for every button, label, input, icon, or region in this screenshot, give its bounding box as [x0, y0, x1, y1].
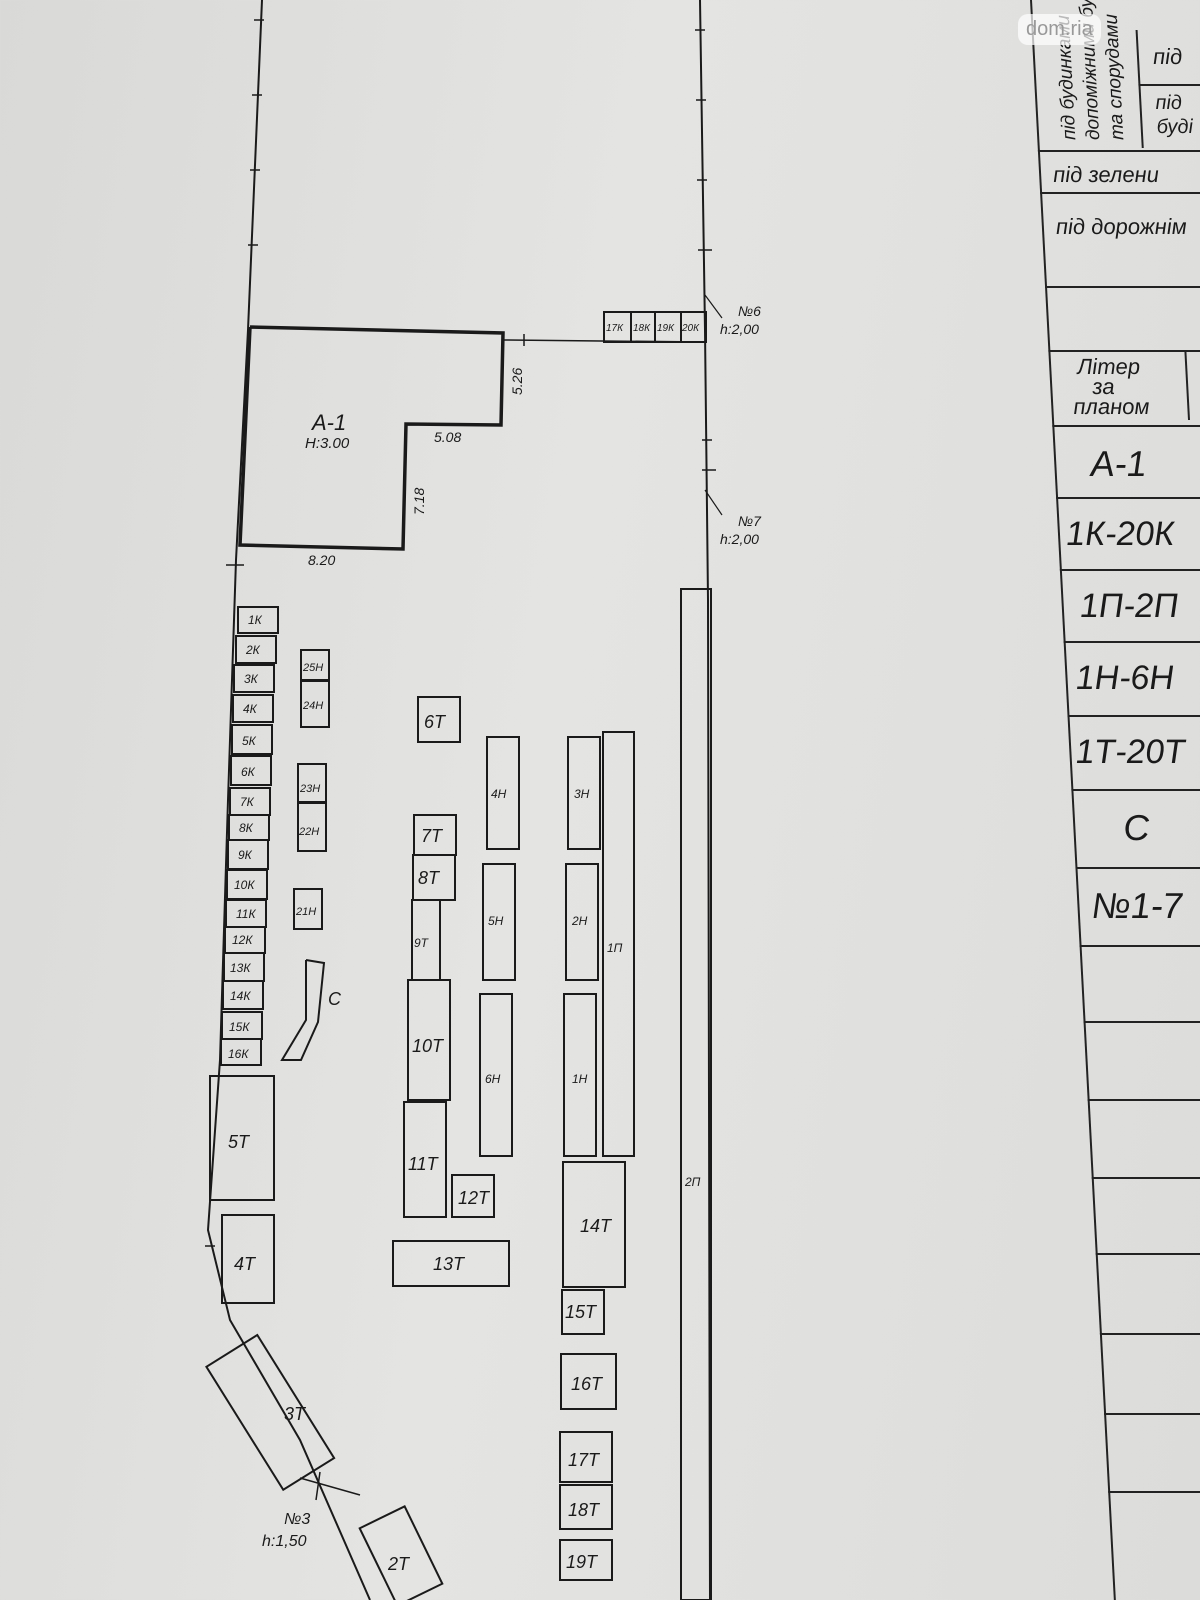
label-9t: 9Т: [414, 936, 430, 950]
label-17k: 17К: [606, 323, 624, 334]
label-25h: 25Н: [302, 662, 323, 674]
dim-5-08: 5.08: [434, 429, 461, 445]
label-5h: 5Н: [488, 914, 504, 928]
label-2t: 2Т: [387, 1554, 411, 1574]
building-a1-height: Н:3.00: [305, 435, 350, 452]
label-10t: 10Т: [412, 1036, 445, 1056]
letter-row-7: №1-7: [1075, 867, 1200, 945]
header-rotated-3: та спорудами: [1100, 13, 1129, 140]
label-6k: 6К: [241, 765, 256, 779]
blank-row-4: [1091, 1177, 1200, 1255]
label-6h: 6Н: [485, 1072, 501, 1086]
gate-7-number: №7: [738, 513, 762, 529]
label-1p: 1П: [607, 941, 623, 955]
boundary-left: [206, 0, 371, 1600]
watermark-logo: dom.ria: [1018, 14, 1101, 45]
building-a1: [238, 325, 505, 551]
row-road: під дорожнім: [1040, 192, 1200, 272]
gate-3-number: №3: [284, 1511, 310, 1528]
gate-6-number: №6: [738, 303, 761, 319]
label-2k: 2К: [245, 643, 261, 657]
label-10k: 10К: [234, 878, 255, 892]
label-1h: 1Н: [572, 1072, 588, 1086]
label-16t: 16Т: [571, 1374, 604, 1394]
label-7t: 7Т: [421, 826, 444, 846]
label-3k: 3К: [244, 672, 259, 686]
legend-table: під будинками допоміжними будівлями та с…: [1030, 0, 1200, 1600]
letter-row-3: 1П-2П: [1059, 569, 1200, 641]
label-6t: 6Т: [424, 712, 447, 732]
label-19k: 19К: [657, 323, 675, 334]
label-5k: 5К: [242, 734, 257, 748]
gate-7-height: h:2,00: [720, 531, 759, 547]
building-a1-label: А-1: [310, 410, 346, 435]
garage-20k: [680, 311, 707, 343]
boundary-ticks: [205, 19, 716, 1247]
label-18k: 18К: [633, 323, 651, 334]
blank-row-5: [1095, 1253, 1200, 1335]
dim-5-26: 5.26: [509, 368, 525, 395]
label-17t: 17Т: [568, 1450, 601, 1470]
label-13k: 13К: [230, 961, 251, 975]
label-15k: 15К: [229, 1020, 250, 1034]
label-8t: 8Т: [418, 868, 441, 888]
label-19t: 19Т: [566, 1552, 599, 1572]
blank-row-6: [1099, 1333, 1200, 1415]
label-c: С: [328, 989, 342, 1009]
structure-c: [280, 959, 326, 1061]
label-15t: 15Т: [565, 1302, 598, 1322]
label-21h: 21Н: [295, 906, 316, 918]
letter-row-2: 1К-20К: [1056, 497, 1200, 569]
letter-row-1: А-1: [1052, 425, 1200, 497]
gate-6-height: h:2,00: [720, 321, 759, 337]
label-2h: 2Н: [571, 914, 588, 928]
blank-row-3: [1087, 1099, 1200, 1179]
label-14t: 14Т: [580, 1216, 613, 1236]
label-16k: 16К: [228, 1047, 249, 1061]
header-right-1: під: [1135, 30, 1200, 84]
label-22h: 22Н: [298, 826, 319, 838]
label-24h: 24Н: [302, 700, 323, 712]
letter-row-6: С: [1071, 789, 1200, 867]
letter-row-5: 1Т-20Т: [1067, 715, 1200, 789]
label-11t: 11Т: [408, 1154, 440, 1174]
row-blank: [1044, 286, 1200, 348]
label-3h: 3Н: [574, 787, 590, 801]
blank-row-7: [1104, 1413, 1200, 1493]
label-23h: 23Н: [299, 783, 320, 795]
label-2p: 2П: [684, 1175, 701, 1189]
label-5t: 5Т: [228, 1132, 251, 1152]
label-3t: 3Т: [284, 1404, 307, 1424]
dim-7-18: 7.18: [411, 488, 427, 515]
label-7k: 7К: [240, 795, 255, 809]
label-12t: 12Т: [458, 1188, 491, 1208]
row-green: під зелени: [1037, 150, 1200, 194]
blank-row-2: [1083, 1021, 1200, 1101]
label-13t: 13Т: [433, 1254, 466, 1274]
letter-row-4: 1Н-6Н: [1063, 641, 1200, 715]
label-9k: 9К: [238, 848, 253, 862]
label-4t: 4Т: [234, 1254, 257, 1274]
label-20k: 20К: [681, 323, 700, 334]
label-11k: 11К: [236, 907, 256, 921]
label-4h: 4Н: [491, 787, 507, 801]
boundary-right: [699, 0, 711, 1600]
dim-8-20: 8.20: [308, 552, 335, 568]
label-12k: 12К: [232, 933, 253, 947]
label-14k: 14К: [230, 989, 251, 1003]
blank-row-8: [1108, 1491, 1200, 1573]
header-right-2: під буді: [1138, 84, 1200, 148]
col-header: Літер за планом: [1048, 350, 1200, 424]
label-18t: 18Т: [568, 1500, 601, 1520]
label-8k: 8К: [239, 821, 254, 835]
gate-3-height: h:1,50: [262, 1533, 307, 1550]
label-1k: 1К: [248, 613, 263, 627]
label-4k: 4К: [243, 702, 258, 716]
blank-row-1: [1079, 945, 1200, 1023]
site-plan: А-1 Н:3.00 5.26 5.08 7.18 8.20 №6 h:2,00…: [205, 0, 762, 1600]
